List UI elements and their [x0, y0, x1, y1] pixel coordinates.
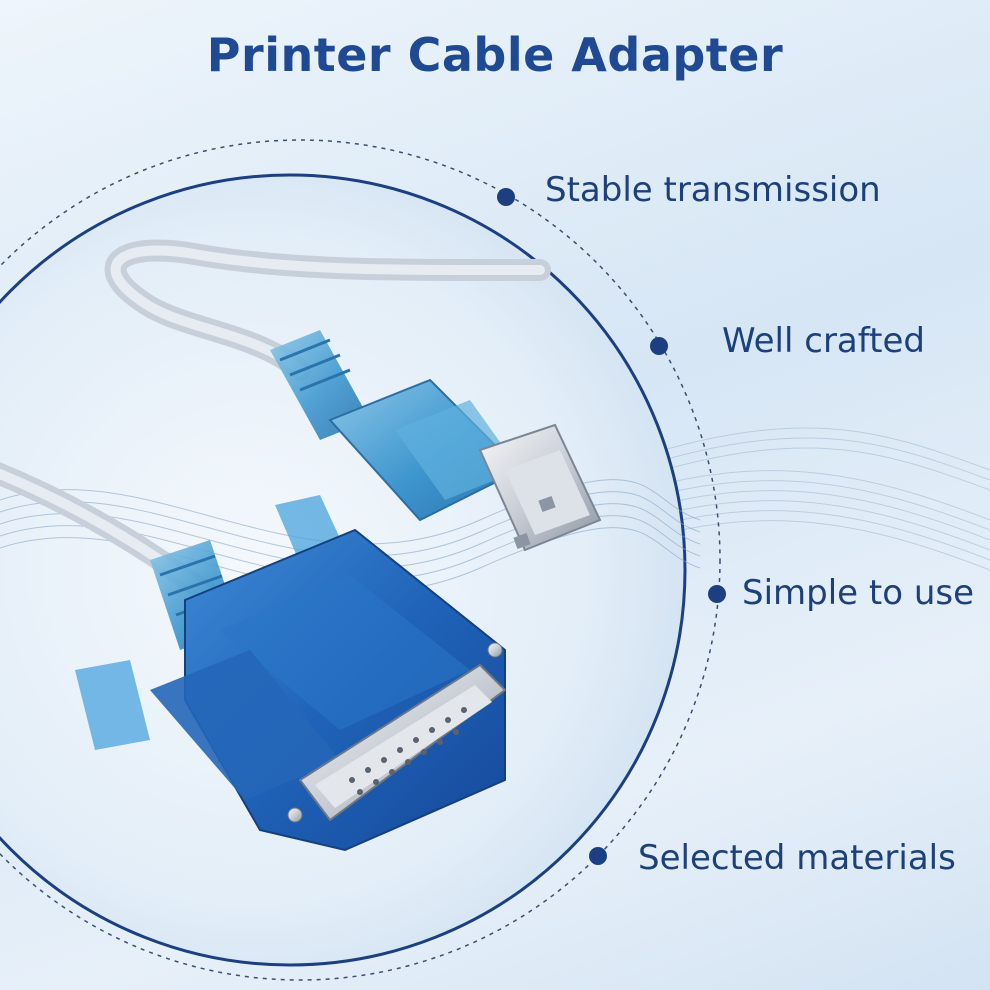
- usb-strain-relief: [270, 330, 370, 440]
- feature-label-selected-materials: Selected materials: [638, 838, 956, 878]
- feature-dot-4: [589, 847, 607, 865]
- feature-dot-3: [708, 585, 726, 603]
- feature-dots: [497, 188, 726, 865]
- usb-connector: [328, 378, 602, 552]
- db25-connector: [150, 528, 507, 852]
- feature-dot-1: [497, 188, 515, 206]
- feature-dot-2: [650, 337, 668, 355]
- feature-label-well-crafted: Well crafted: [722, 321, 925, 361]
- feature-label-simple-to-use: Simple to use: [742, 573, 975, 613]
- dashed-orbit-arc: [0, 139, 721, 981]
- feature-label-stable-transmission: Stable transmission: [545, 170, 881, 210]
- page-title: Printer Cable Adapter: [206, 28, 784, 82]
